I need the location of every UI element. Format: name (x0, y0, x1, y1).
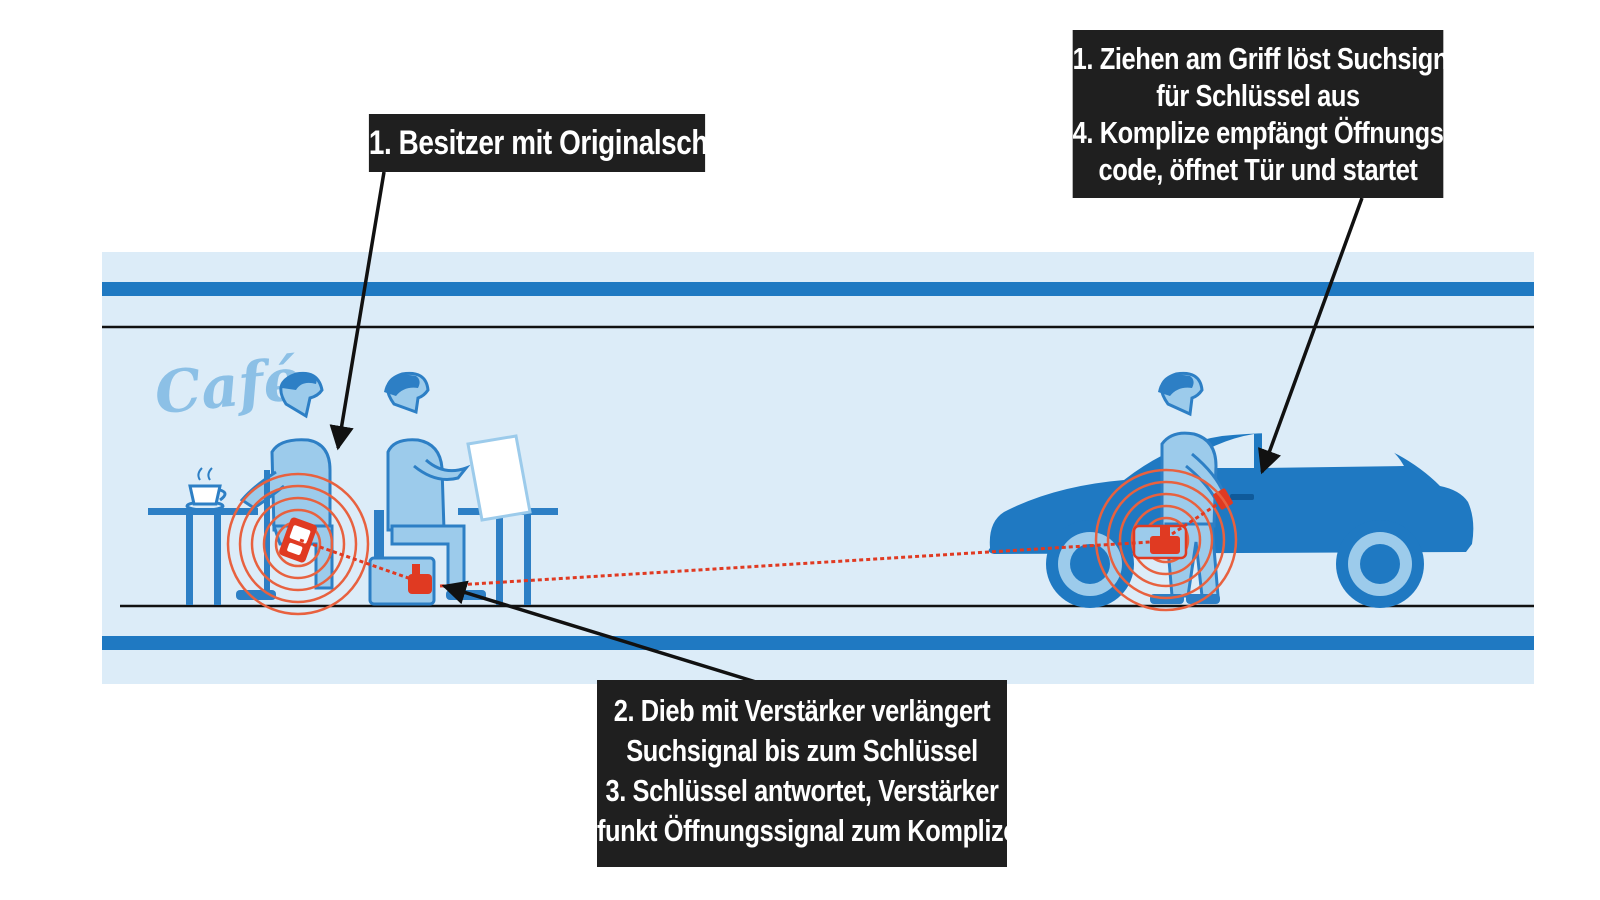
label-thief-line: Suchsignal bis zum Schlüssel (626, 733, 978, 768)
band-stripe-top (102, 282, 1534, 296)
arrow-to-car-handle (1258, 197, 1364, 475)
thief-figure (368, 371, 532, 606)
cafe-sign: Café (152, 345, 304, 428)
original-key-icon (279, 517, 317, 563)
coffee-cup-icon (185, 467, 227, 512)
relay-signal-line-key (299, 538, 415, 582)
label-car-line: 1. Ziehen am Griff löst Suchsignal (1072, 41, 1469, 76)
key-signal-rings (226, 472, 370, 616)
arrow-to-amplifier (441, 580, 809, 700)
label-car-line: 4. Komplize empfängt Öffnungs- (1072, 115, 1452, 150)
label-thief: 2. Dieb mit Verstärker verlängert Suchsi… (597, 680, 1033, 867)
label-owner: 1. Besitzer mit Originalschlüssel (368, 114, 785, 172)
arrow-to-owner (329, 171, 386, 451)
relay-signal-line-handle (1171, 494, 1231, 536)
label-car: 1. Ziehen am Griff löst Suchsignal für S… (1072, 30, 1469, 198)
label-thief-line: 2. Dieb mit Verstärker verlängert (613, 693, 991, 728)
label-thief-line: funkt Öffnungssignal zum Komplizen (597, 813, 1033, 848)
cafe-table-left (148, 467, 258, 605)
band-stripe-bottom (102, 636, 1534, 650)
label-car-line: code, öffnet Tür und startet (1098, 152, 1418, 187)
label-owner-line: 1. Besitzer mit Originalschlüssel (368, 124, 785, 162)
label-car-line: für Schlüssel aus (1156, 78, 1360, 113)
label-thief-line: 3. Schlüssel antwortet, Verstärker (605, 773, 999, 808)
newspaper-icon (466, 434, 532, 522)
